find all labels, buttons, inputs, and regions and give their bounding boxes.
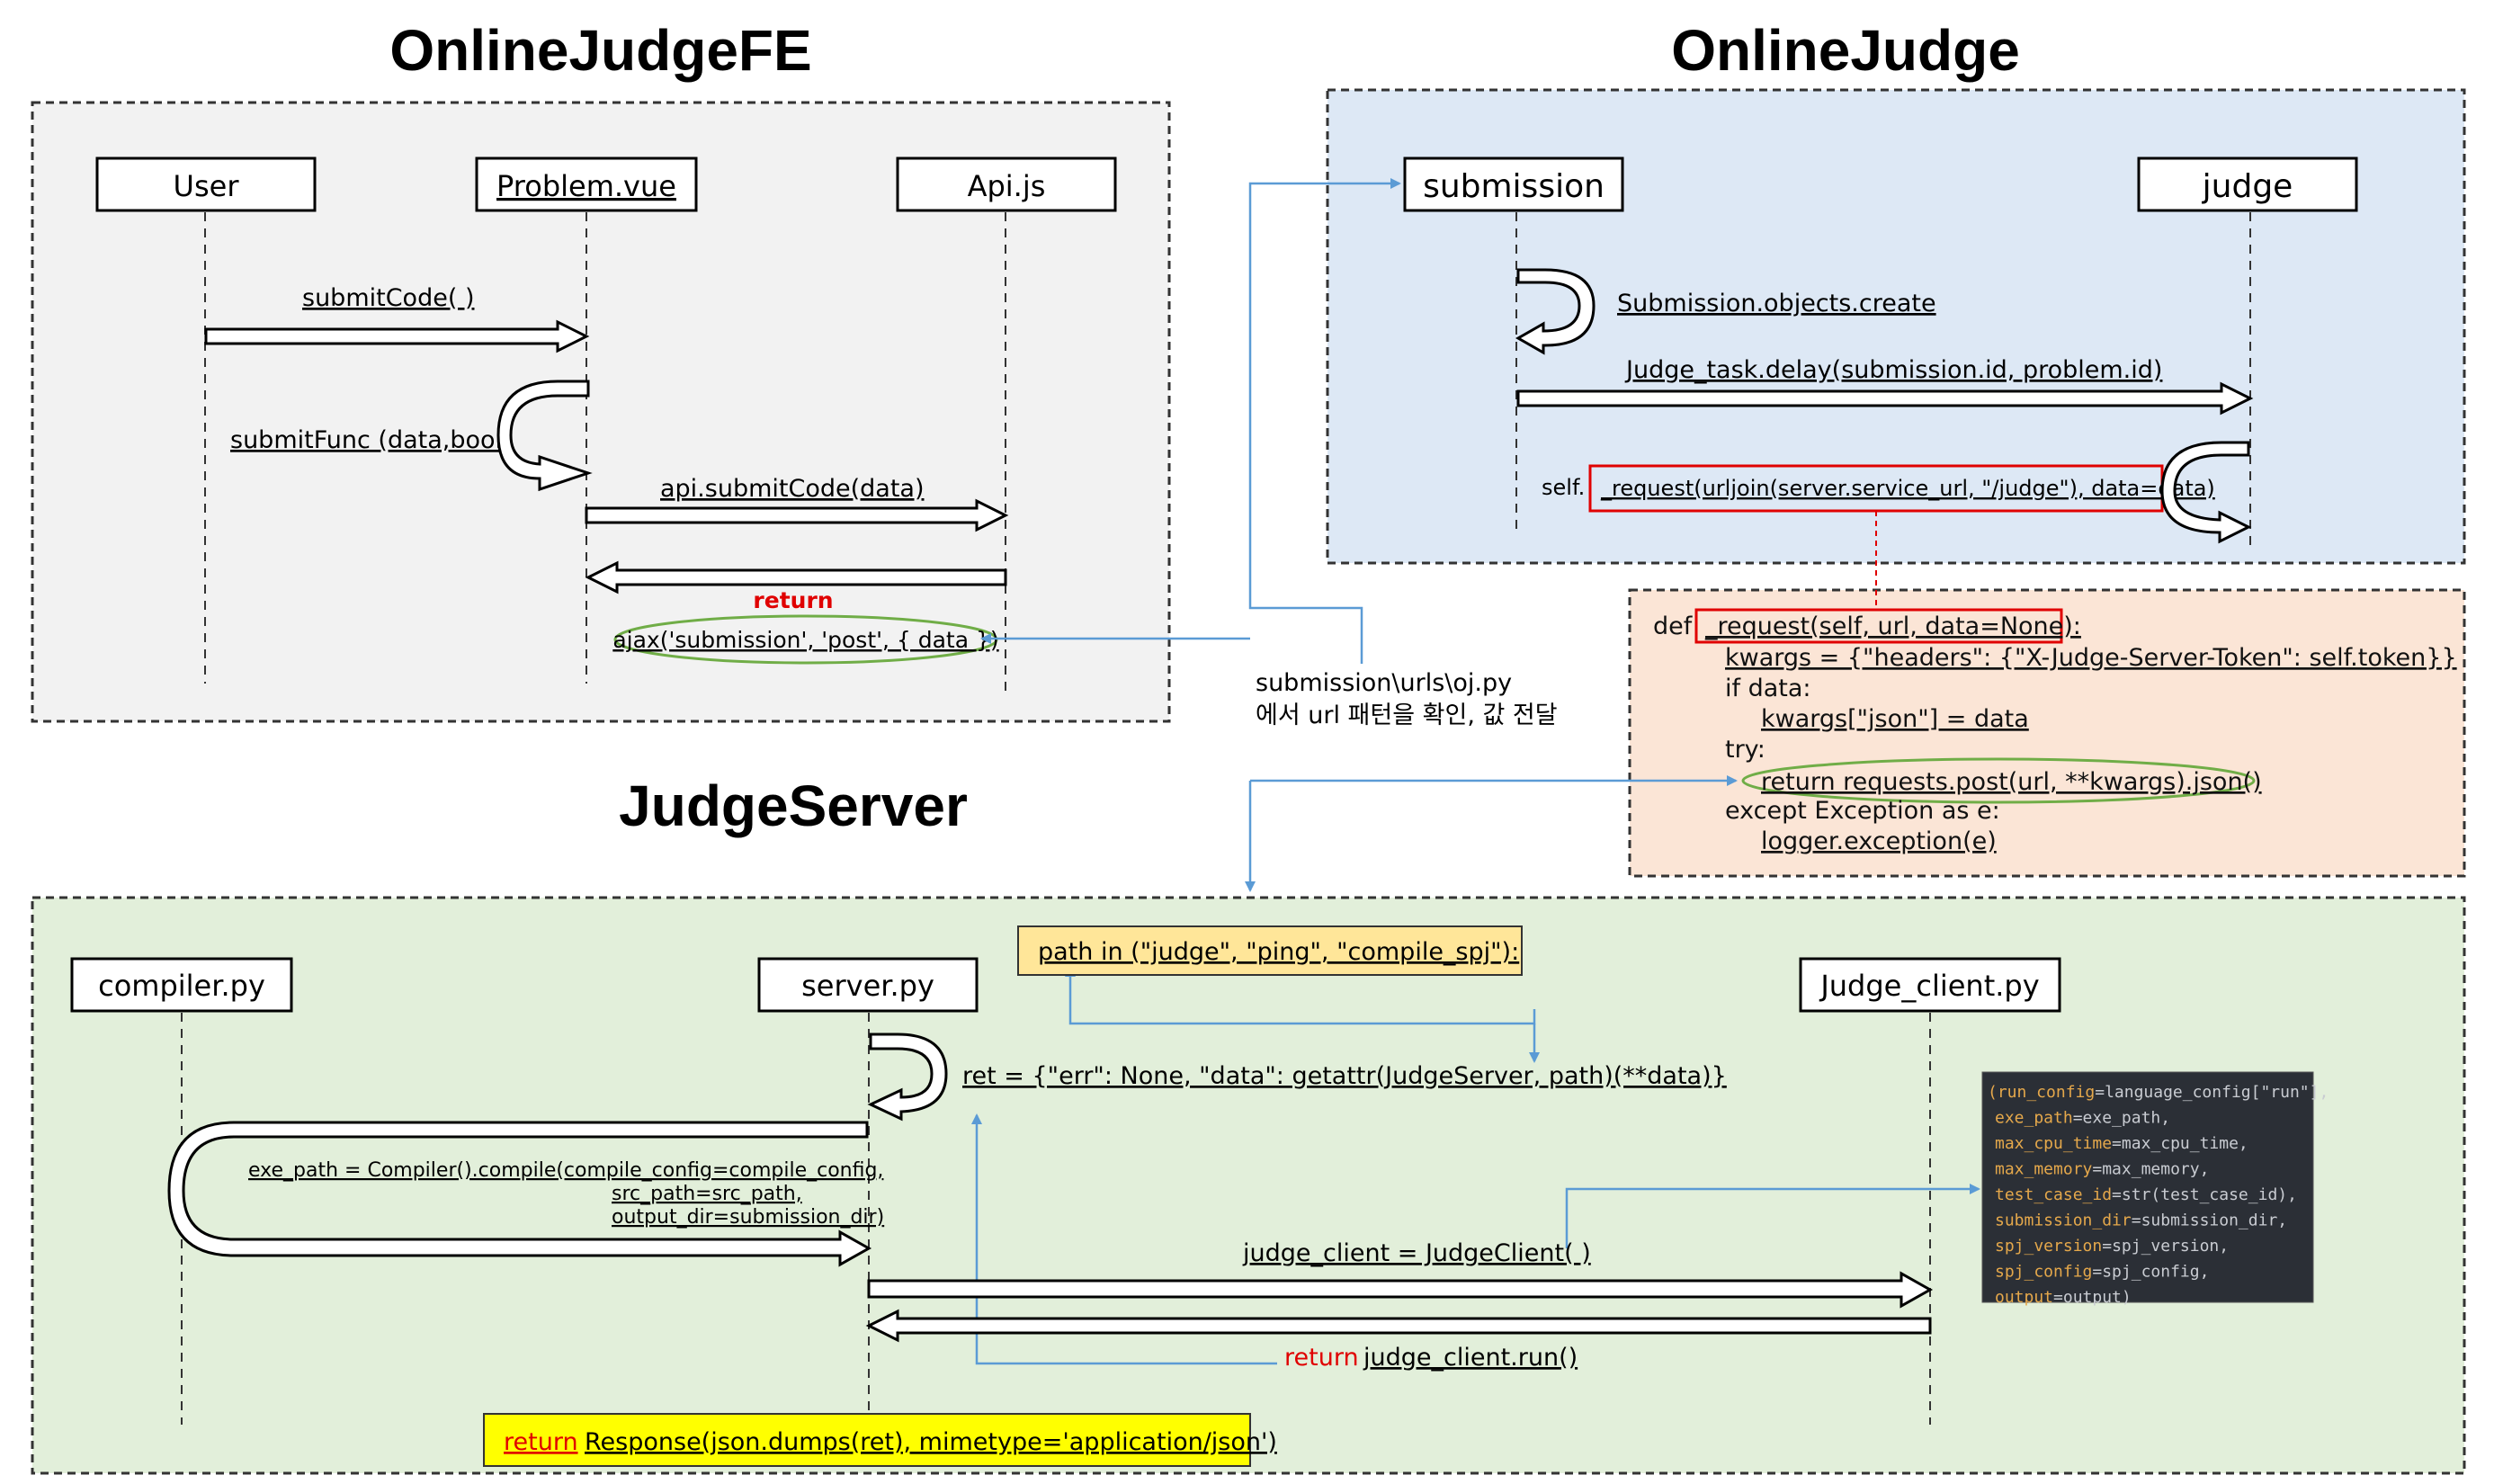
section-title-onlinejudge: OnlineJudge xyxy=(1671,18,2020,83)
config-code-block xyxy=(1981,1071,2314,1303)
request-line-if: if data: xyxy=(1725,675,1811,702)
submission-box xyxy=(1403,156,1624,212)
url-route-connector xyxy=(1248,178,1401,664)
request-call: _request(urljoin(server.service_url, "/j… xyxy=(1600,476,2215,501)
section-title-judgeserver: JudgeServer xyxy=(619,773,968,838)
run-return-arrow xyxy=(865,1309,1932,1343)
run-call: judge_client.run() xyxy=(1363,1344,1578,1372)
request-code-panel xyxy=(1628,588,2466,878)
request-line-kwargs: kwargs = {"headers": {"X-Judge-Server-To… xyxy=(1725,644,2457,672)
config-code-line: exe_path=exe_path, xyxy=(1995,1109,2170,1128)
compiler-label: compiler.py xyxy=(98,969,265,1003)
request-line-assign: kwargs["json"] = data xyxy=(1761,705,2029,733)
url-note-line1: submission\urls\oj.py xyxy=(1256,669,1512,697)
exe-path-line3: output_dir=submission_dir) xyxy=(612,1206,884,1229)
config-code-line: output=output) xyxy=(1995,1288,2132,1307)
ajax-call: ajax('submission', 'post', { data }) xyxy=(612,627,998,653)
server-label: server.py xyxy=(801,969,934,1003)
problem-vue-label: Problem.vue xyxy=(496,169,676,203)
judge-label: judge xyxy=(2202,168,2293,205)
def-keyword: def xyxy=(1653,612,1694,640)
judge-task-arrow xyxy=(1516,381,2254,416)
exe-path-line1: exe_path = Compiler().compile(compile_co… xyxy=(248,1159,883,1182)
run-return-connector xyxy=(971,1113,1277,1365)
response-box xyxy=(483,1413,1251,1467)
section-title-onlinejudgefe: OnlineJudgeFE xyxy=(389,18,811,83)
user-box xyxy=(95,156,317,212)
api-submitcode-label: api.submitCode(data) xyxy=(660,475,924,503)
request-self-arrow xyxy=(2160,441,2252,544)
return-label: return xyxy=(753,587,833,613)
config-code-line: spj_config=spj_config, xyxy=(1995,1263,2209,1282)
config-code-line: test_case_id=str(test_case_id), xyxy=(1995,1185,2297,1204)
user-label: User xyxy=(174,169,240,203)
config-code-line: max_memory=max_memory, xyxy=(1995,1160,2209,1179)
submitcode-arrow xyxy=(204,319,590,353)
submitfunc-label: submitFunc (data,bool) xyxy=(230,426,512,454)
response-return-keyword: return xyxy=(504,1428,578,1456)
url-note-line2: 에서 url 패턴을 확인, 값 전달 xyxy=(1256,702,1558,729)
oj-lifelines xyxy=(1515,212,2251,545)
compile-self-arrow xyxy=(167,1121,872,1267)
compiler-box xyxy=(70,957,293,1013)
config-code-line: max_cpu_time=max_cpu_time, xyxy=(1995,1134,2248,1153)
api-submitcode-arrow xyxy=(585,498,1009,532)
api-js-box xyxy=(896,156,1117,212)
request-signature: _request(self, url, data=None): xyxy=(1704,612,2081,640)
config-code-line: submission_dir=submission_dir, xyxy=(1995,1211,2287,1230)
config-connector xyxy=(1565,1184,1980,1248)
path-in-code: path in ("judge", "ping", "compile_spj")… xyxy=(1038,938,1519,966)
signature-highlight xyxy=(1694,608,2063,644)
request-line-return: return requests.post(url, **kwargs).json… xyxy=(1761,768,2262,796)
api-js-label: Api.js xyxy=(968,169,1046,203)
exe-path-line2: src_path=src_path, xyxy=(612,1183,802,1205)
judge-client-box xyxy=(1799,957,2061,1013)
objects-create-self-arrow xyxy=(1515,268,1596,355)
judge-box xyxy=(2137,156,2358,212)
config-code-line: (run_config=language_config["run"], xyxy=(1988,1083,2329,1102)
judge-client-label: Judge_client.py xyxy=(1819,969,2039,1003)
path-ret-connector-up xyxy=(1065,966,1536,1025)
run-return-keyword: return xyxy=(1284,1344,1359,1372)
judge-client-arrow xyxy=(867,1271,1934,1309)
submission-label: submission xyxy=(1423,168,1605,205)
server-box xyxy=(757,957,979,1013)
judge-task-label: Judge_task.delay(submission.id, problem.… xyxy=(1624,356,2162,384)
request-line-except: except Exception as e: xyxy=(1725,797,2000,825)
submitcode-label: submitCode( ) xyxy=(302,284,474,312)
path-in-box xyxy=(1017,925,1523,976)
request-line-logger: logger.exception(e) xyxy=(1761,827,1997,855)
post-highlight xyxy=(1741,757,2256,804)
response-call: Response(json.dumps(ret), mimetype='appl… xyxy=(585,1428,1277,1456)
config-code-lines: (run_config=language_config["run"], exe_p… xyxy=(1988,1083,2329,1307)
config-code-line: spj_version=spj_version, xyxy=(1995,1237,2229,1256)
submitfunc-self-arrow xyxy=(496,380,593,492)
request-line-try: try: xyxy=(1725,736,1765,764)
js-lifelines xyxy=(181,1013,1931,1425)
fe-lifelines xyxy=(204,212,1006,693)
objects-create-label: Submission.objects.create xyxy=(1617,290,1936,317)
ret-code: ret = {"err": None, "data": getattr(Judg… xyxy=(962,1062,1727,1090)
self-prefix: self. xyxy=(1542,475,1585,500)
return-arrow xyxy=(585,560,1007,594)
judge-client-new: judge_client = JudgeClient( ) xyxy=(1242,1239,1591,1267)
problem-vue-box xyxy=(475,156,698,212)
ret-self-arrow xyxy=(867,1033,948,1122)
